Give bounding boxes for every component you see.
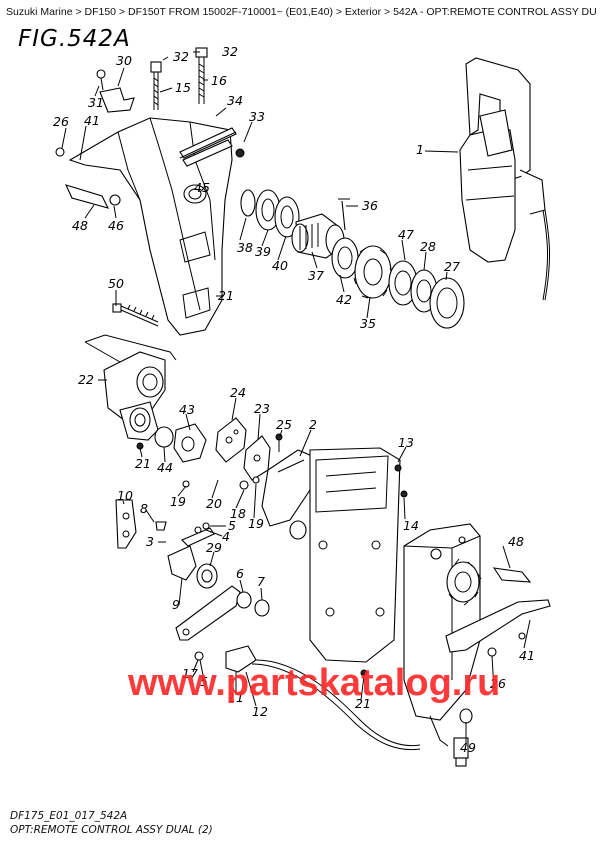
callout-35[interactable]: 35 [360,316,376,331]
large-plate-drawing [309,447,408,663]
callout-43[interactable]: 43 [179,402,195,417]
breadcrumb-item-model[interactable]: DF150T FROM 15002F-710001~ (E01,E40) [127,6,333,18]
callout-5b[interactable]: 5 [200,674,208,689]
clip-30-31-drawing [96,69,135,113]
callout-21a[interactable]: 21 [218,288,234,303]
callout-26b[interactable]: 26 [490,676,506,691]
callout-36[interactable]: 36 [362,198,378,213]
breadcrumb-item-exterior[interactable]: Exterior [344,6,382,18]
callout-17[interactable]: 17 [182,666,198,681]
callout-34[interactable]: 34 [227,93,243,108]
footer-title: OPT:REMOTE CONTROL ASSY DUAL (2) [10,824,213,836]
callout-9[interactable]: 9 [172,597,180,612]
callout-20[interactable]: 20 [206,496,222,511]
small-parts-left-drawing [55,147,121,209]
callout-23[interactable]: 23 [254,401,270,416]
callout-6[interactable]: 6 [236,566,244,581]
callout-40[interactable]: 40 [272,258,288,273]
callout-7[interactable]: 7 [257,574,265,589]
callout-15[interactable]: 15 [175,80,191,95]
callout-48b[interactable]: 48 [508,534,524,549]
callout-25[interactable]: 25 [276,417,292,432]
callout-47[interactable]: 47 [398,227,414,242]
breadcrumb-item-df150[interactable]: DF150 [84,6,117,18]
callout-10[interactable]: 10 [117,488,133,503]
callout-labels: 32 32 30 31 16 15 34 33 26 41 45 1 36 48… [53,44,535,755]
pin-34-nut-33-drawing [179,131,245,159]
callout-21b[interactable]: 21 [135,456,151,471]
callout-32a[interactable]: 32 [173,49,189,64]
callout-19b[interactable]: 19 [248,516,264,531]
remote-housing-lower-drawing [360,523,551,767]
callout-26a[interactable]: 26 [53,114,69,129]
callout-27[interactable]: 27 [444,259,460,274]
callout-30[interactable]: 30 [116,53,132,68]
middle-parts-drawing [154,417,283,490]
callout-21c[interactable]: 21 [355,696,371,711]
callout-8[interactable]: 8 [140,501,148,516]
breadcrumb: Suzuki Marine > DF150 > DF150T FROM 1500… [6,6,596,19]
callout-16[interactable]: 16 [211,73,227,88]
callout-39[interactable]: 39 [255,244,271,259]
callout-4[interactable]: 4 [222,529,230,544]
callout-28[interactable]: 28 [420,239,436,254]
callout-3[interactable]: 3 [146,534,154,549]
callout-50[interactable]: 50 [108,276,124,291]
bolt-50-drawing [84,303,177,363]
callout-31[interactable]: 31 [88,95,104,110]
callout-49[interactable]: 49 [460,740,476,755]
callout-2[interactable]: 2 [309,417,317,432]
callout-41a[interactable]: 41 [84,113,100,128]
breadcrumb-separator: > [116,6,128,18]
cam-2-drawing [261,449,313,540]
figure-title: FIG.542A [18,26,131,52]
footer-code: DF175_E01_017_542A [10,810,128,822]
callout-1[interactable]: 1 [416,142,424,157]
callout-13[interactable]: 13 [398,435,414,450]
callout-29[interactable]: 29 [206,540,222,555]
callout-33[interactable]: 33 [249,109,265,124]
callout-11[interactable]: 11 [228,690,244,705]
breadcrumb-item-current: 542A - OPT:REMOTE CONTROL ASSY DUAL (2) [393,6,596,18]
callout-38[interactable]: 38 [237,240,253,255]
callout-32b[interactable]: 32 [222,44,238,59]
remote-control-assy-1-drawing [459,57,550,301]
breadcrumb-separator: > [381,6,394,18]
breadcrumb-separator: > [72,6,85,18]
gears-35-27-drawing [353,245,465,329]
callout-48a[interactable]: 48 [72,218,88,233]
callout-12[interactable]: 12 [252,704,268,719]
callout-14[interactable]: 14 [403,518,419,533]
callout-22[interactable]: 22 [78,372,94,387]
lever-parts-drawing [115,499,218,589]
callout-45[interactable]: 45 [194,180,210,195]
bracket-45-drawing [68,117,237,336]
callout-46[interactable]: 46 [108,218,124,233]
callout-37[interactable]: 37 [308,268,324,283]
callout-44[interactable]: 44 [157,460,173,475]
lower-linkage-drawing [175,585,421,751]
callout-19a[interactable]: 19 [170,494,186,509]
callout-41b[interactable]: 41 [519,648,535,663]
callout-5a[interactable]: 5 [228,518,236,533]
leader-lines [61,51,531,746]
washers-38-42-drawing [240,189,359,279]
bracket-22-drawing [103,351,166,450]
callout-42[interactable]: 42 [336,292,352,307]
callout-24[interactable]: 24 [230,385,246,400]
breadcrumb-item-suzuki-marine[interactable]: Suzuki Marine [6,6,73,18]
breadcrumb-separator: > [332,6,345,18]
callout-18[interactable]: 18 [230,506,246,521]
watermark-text: www.partskatalog.ru [128,662,501,704]
